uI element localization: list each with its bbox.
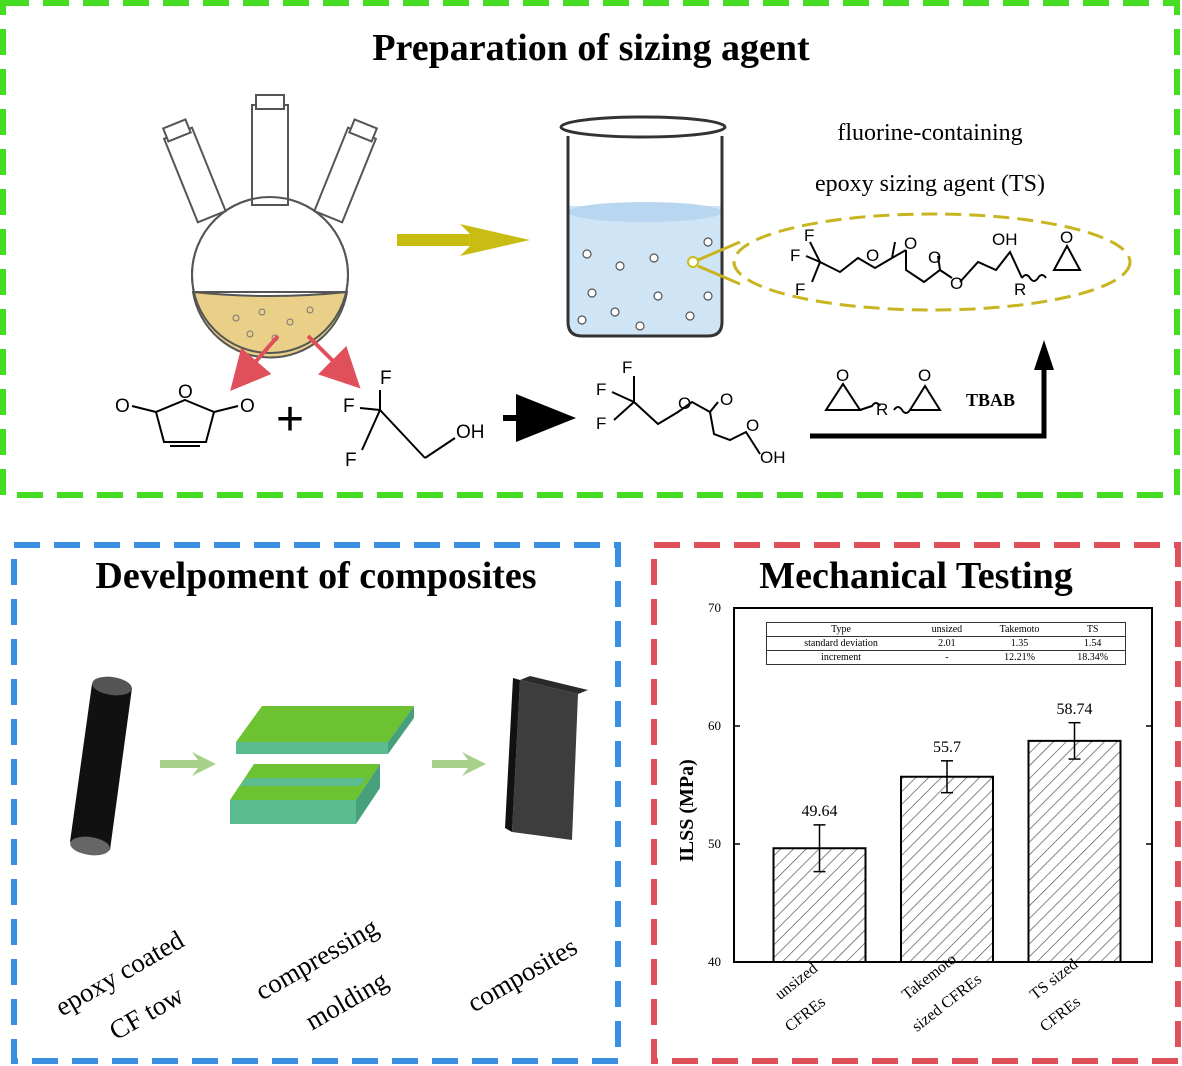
table-cell: Takemoto	[978, 622, 1061, 637]
atom-label: O	[115, 396, 130, 417]
ts-label-line2: epoxy sizing agent (TS)	[815, 171, 1045, 197]
ts-structure	[805, 241, 1082, 284]
composites-title: Develpoment of composites	[95, 555, 537, 597]
table-row: standard deviation 2.01 1.35 1.54	[766, 636, 1126, 651]
atom-label: R	[876, 400, 889, 419]
atom-label: O	[904, 234, 918, 253]
return-arrow-icon	[810, 340, 1054, 439]
atom-label: O	[950, 274, 964, 293]
ts-label-line1: fluorine-containing	[837, 120, 1023, 146]
bar	[900, 775, 994, 963]
atom-label: O	[918, 366, 932, 385]
atom-label: OH	[760, 448, 786, 467]
trifluoroethanol-structure	[359, 390, 456, 459]
intermediate-structure	[611, 376, 761, 455]
table-cell: increment	[821, 652, 862, 663]
atom-label: O	[1060, 228, 1074, 247]
atom-label: OH	[456, 422, 485, 443]
reactant-arrow-left-icon	[230, 334, 280, 392]
atom-label: O	[240, 396, 255, 417]
maleic-anhydride-structure	[131, 398, 239, 447]
table-cell: unsized	[915, 622, 979, 637]
table-cell: -	[945, 652, 949, 663]
bottom-right-panel-border	[651, 542, 1181, 1064]
table-row: increment - 12.21% 18.34%	[767, 651, 1126, 665]
atom-label: O	[746, 416, 760, 435]
catalyst-label: TBAB	[966, 390, 1016, 410]
atom-label: O	[178, 382, 193, 403]
atom-label: F	[795, 280, 806, 299]
atom-label: O	[928, 248, 942, 267]
table-cell: 18.34%	[1077, 652, 1109, 663]
atom-label: O	[678, 394, 692, 413]
table-cell: TS	[1060, 622, 1126, 637]
composite-block	[505, 676, 588, 840]
flow-arrow-icon	[397, 224, 530, 256]
atom-label: F	[345, 450, 357, 471]
diepoxide-structure	[824, 382, 942, 414]
plus-sign: +	[276, 393, 305, 446]
stats-table-header: Type unsized Takemoto TS	[766, 622, 1126, 637]
beaker	[559, 115, 727, 338]
process-arrow-2-icon	[432, 752, 486, 776]
atom-label: F	[380, 368, 392, 389]
table-cell: 2.01	[915, 636, 979, 651]
bar	[1027, 739, 1122, 963]
table-cell: Type	[766, 622, 916, 637]
table-cell: 1.54	[1060, 636, 1126, 651]
table-cell: 1.35	[978, 636, 1061, 651]
atom-label: O	[866, 246, 880, 265]
atom-label: F	[804, 226, 815, 245]
atom-label: F	[596, 414, 607, 433]
process-arrow-1-icon	[160, 752, 216, 776]
bottom-left-panel-border	[11, 542, 621, 1064]
atom-label: F	[790, 246, 801, 265]
atom-label: F	[343, 396, 355, 417]
top-panel-border	[0, 0, 1180, 498]
mechanical-testing-title: Mechanical Testing	[759, 555, 1073, 597]
atom-label: OH	[992, 230, 1018, 249]
cf-tow-cylinder	[70, 676, 132, 856]
atom-label: O	[836, 366, 850, 385]
reactant-arrow-right-icon	[306, 334, 361, 389]
stats-table: Type unsized Takemoto TS standard deviat…	[766, 622, 1126, 665]
atom-label: F	[596, 380, 607, 399]
magnify-callout	[697, 212, 1132, 312]
preparation-title: Preparation of sizing agent	[372, 27, 810, 69]
mold-press	[230, 706, 414, 824]
atom-label: F	[622, 358, 633, 377]
atom-label: R	[1014, 280, 1027, 299]
table-cell: 12.21%	[1004, 652, 1035, 663]
atom-label: O	[720, 390, 734, 409]
table-cell: standard deviation	[766, 636, 916, 651]
three-neck-flask	[161, 94, 379, 359]
